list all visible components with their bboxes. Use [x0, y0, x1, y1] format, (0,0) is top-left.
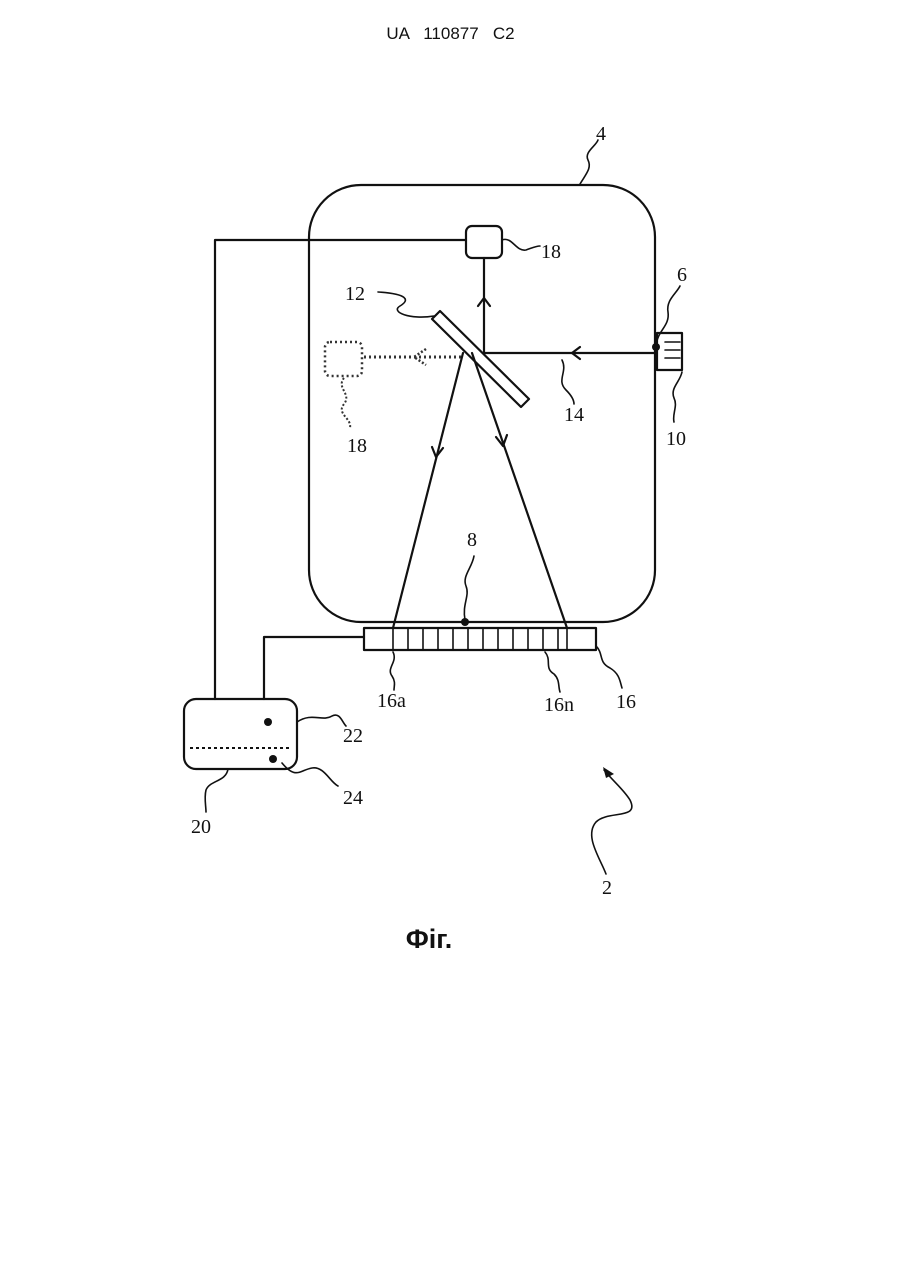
- leader-16: [596, 646, 622, 688]
- window: [657, 333, 682, 370]
- mirror: [432, 311, 529, 407]
- label-14: 14: [564, 404, 584, 426]
- label-16n: 16n: [544, 694, 574, 716]
- arrowhead-2: [603, 767, 614, 778]
- leader-18a: [502, 239, 540, 250]
- label-6: 6: [677, 264, 687, 286]
- control-unit: [184, 699, 297, 769]
- wire-sensor: [264, 637, 364, 699]
- label-24: 24: [343, 787, 363, 809]
- leader-4: [580, 140, 598, 184]
- processor-dot: [264, 718, 272, 726]
- label-12: 12: [345, 283, 365, 305]
- housing: [309, 185, 655, 622]
- label-18-top: 18: [541, 241, 561, 263]
- sensor-array: [364, 628, 596, 650]
- label-16: 16: [616, 691, 636, 713]
- detector-top: [466, 226, 502, 258]
- leader-20: [205, 769, 228, 812]
- label-18-alt: 18: [347, 435, 367, 457]
- sensor-cells: [393, 628, 567, 650]
- leader-16n: [545, 652, 560, 692]
- leader-2: [592, 770, 632, 874]
- leader-18b: [342, 378, 350, 428]
- leader-8: [464, 556, 474, 620]
- leader-16a: [390, 652, 394, 690]
- label-22: 22: [343, 725, 363, 747]
- label-10: 10: [666, 428, 686, 450]
- label-8: 8: [467, 529, 477, 551]
- memory-dot: [269, 755, 277, 763]
- label-4: 4: [596, 123, 606, 145]
- label-20: 20: [191, 816, 211, 838]
- leader-6: [656, 286, 680, 345]
- detector-alt: [325, 342, 362, 376]
- leader-22: [297, 715, 346, 726]
- leader-10: [673, 372, 682, 422]
- label-16a: 16a: [377, 690, 406, 712]
- leader-14: [562, 360, 574, 404]
- leader-24: [282, 763, 338, 786]
- wire-detector: [215, 240, 466, 699]
- figure-caption: Фіг.: [0, 924, 858, 955]
- leader-12: [378, 292, 434, 317]
- label-2: 2: [602, 877, 612, 899]
- beam-left: [393, 353, 463, 628]
- beam-right: [472, 353, 567, 628]
